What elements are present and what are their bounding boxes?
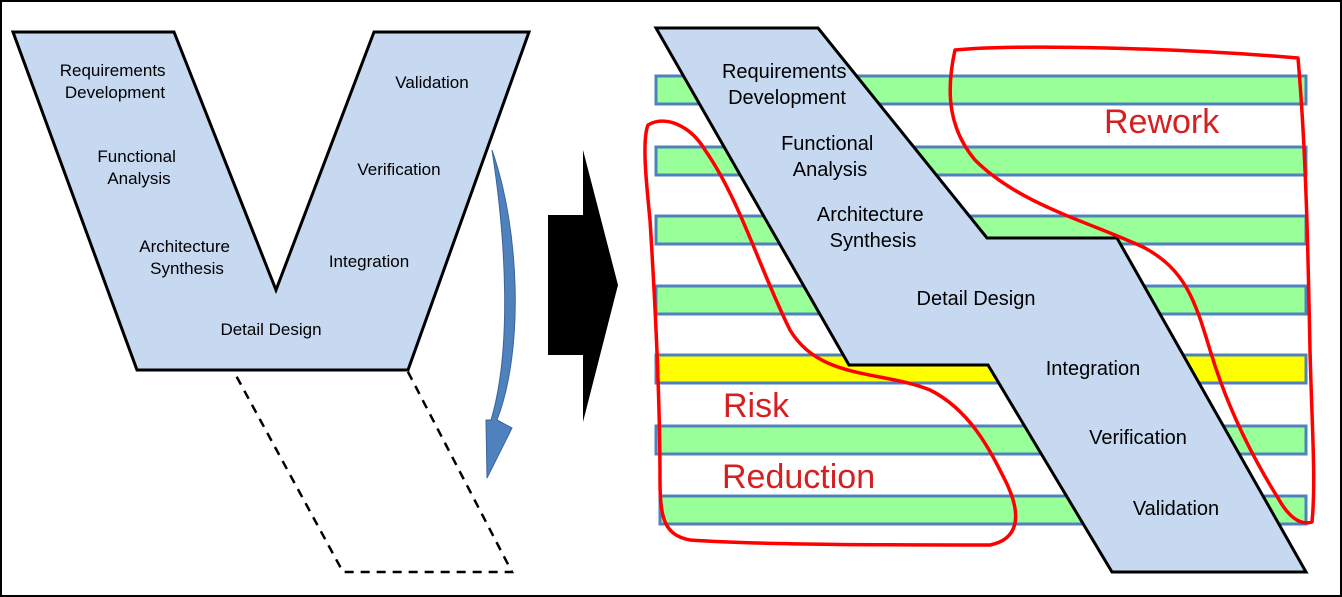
transform-arrow-icon [548, 150, 618, 422]
z-label-verification: Verification [1089, 427, 1187, 449]
v-label-architecture-synthesis: Architecture Synthesis [139, 237, 234, 278]
reduction-label: Reduction [722, 458, 875, 496]
z-label-integration: Integration [1046, 358, 1141, 380]
overlapped-stages-shape [653, 26, 1309, 574]
v-label-line: Requirements [60, 61, 166, 80]
label-line-2: Analysis [793, 159, 867, 181]
v-label-verification: Verification [357, 160, 440, 179]
risk-reduction-outline [643, 119, 1018, 547]
v-label-functional-analysis: Functional Analysis [97, 147, 180, 188]
risk-label: Risk [723, 387, 790, 425]
z-label-architecture-synthesis: Architecture Synthesis [817, 204, 929, 252]
v-model-shape [10, 30, 532, 372]
label-line-2: Synthesis [150, 259, 224, 278]
v-label-requirements-development: Requirements Development [60, 61, 171, 102]
label-line-2: Synthesis [830, 230, 917, 252]
label-line-2: Development [65, 83, 165, 102]
rework-label: Rework [1104, 103, 1220, 141]
label-line-2: Development [728, 87, 846, 109]
z-label-functional-analysis: Functional Analysis [781, 133, 879, 181]
z-label-detail-design: Detail Design [917, 288, 1036, 310]
v-label-validation: Validation [395, 73, 468, 92]
v-label-integration: Integration [329, 252, 409, 271]
z-label-validation: Validation [1133, 498, 1219, 520]
z-label-requirements-development: Requirements Development [722, 61, 852, 109]
curved-arrow-icon [485, 149, 516, 479]
label-line-2: Analysis [107, 169, 170, 188]
v-label-detail-design: Detail Design [220, 320, 321, 339]
rework-outline [948, 45, 1316, 525]
